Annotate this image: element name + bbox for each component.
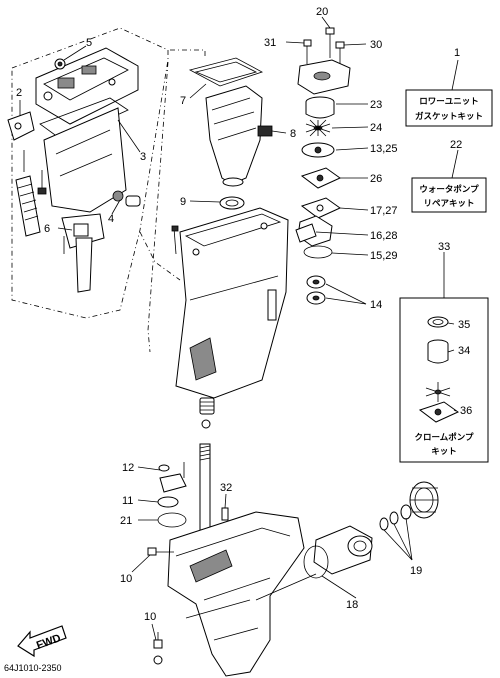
callout-34: 34 — [458, 345, 470, 357]
kit-box-water-pump-repair: ウォータポンプ リペアキット — [411, 177, 487, 213]
callout-20: 20 — [316, 6, 328, 18]
kit-box-chrome-pump: クロームポンプ キット — [399, 297, 489, 463]
callout-17-27: 17,27 — [370, 205, 398, 217]
callout-31: 31 — [264, 37, 276, 49]
lower-case-assembly — [147, 443, 439, 677]
callout-4: 4 — [108, 213, 114, 225]
callout-22: 22 — [450, 139, 462, 151]
callout-33: 33 — [438, 241, 450, 253]
callout-1: 1 — [454, 47, 460, 59]
diagram-code: 64J1010-2350 — [4, 663, 62, 673]
callout-16-28: 16,28 — [370, 230, 398, 242]
callout-14: 14 — [370, 299, 382, 311]
callout-2: 2 — [16, 87, 22, 99]
water-pump-assembly — [295, 27, 351, 305]
upper-casing-assembly — [171, 57, 289, 429]
callout-18: 18 — [346, 599, 358, 611]
kit-name-line: リペアキット — [423, 199, 474, 209]
callout-26: 26 — [370, 173, 382, 185]
callout-10-lower: 10 — [144, 611, 156, 623]
kit-name-line: ウォータポンプ — [419, 184, 479, 195]
fwd-arrow: FWD — [17, 625, 67, 658]
callout-24: 24 — [370, 122, 382, 134]
kit-name-line: ガスケットキット — [415, 111, 483, 122]
callout-10-upper: 10 — [120, 573, 132, 585]
exhaust-guide-assembly — [7, 27, 169, 319]
callout-12: 12 — [122, 462, 134, 474]
callout-5: 5 — [86, 37, 92, 49]
callout-9: 9 — [180, 196, 186, 208]
callout-7: 7 — [180, 95, 186, 107]
callout-6: 6 — [44, 223, 50, 235]
leader-lines — [19, 16, 459, 641]
callout-15-29: 15,29 — [370, 250, 398, 262]
callout-8: 8 — [290, 128, 296, 140]
callout-32: 32 — [220, 482, 232, 494]
kit-name-line: クロームポンプ — [415, 432, 474, 443]
kit-name-line: ロワーユニット — [419, 97, 479, 107]
kit-box-lower-unit-gasket: ロワーユニット ガスケットキット — [405, 89, 493, 127]
callout-21: 21 — [120, 515, 132, 527]
kit-name-line: キット — [431, 447, 457, 457]
callout-19: 19 — [410, 565, 422, 577]
callout-13-25: 13,25 — [370, 143, 398, 155]
callout-3: 3 — [140, 151, 146, 163]
callout-36: 36 — [460, 405, 472, 417]
callout-30: 30 — [370, 39, 382, 51]
callout-numbers: 5 2 3 4 6 7 8 9 20 30 31 23 24 13,25 26 … — [16, 6, 472, 623]
callout-23: 23 — [370, 99, 382, 111]
callout-11: 11 — [122, 495, 133, 507]
callout-35: 35 — [458, 319, 470, 331]
